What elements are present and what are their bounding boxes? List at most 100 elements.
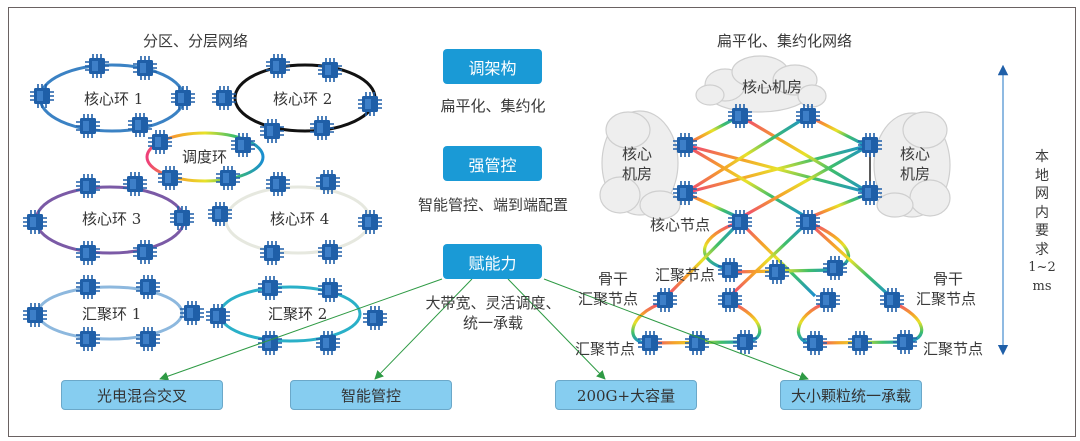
network-node-icon	[316, 331, 340, 355]
agg-ring-1-label: 汇聚环 1	[82, 305, 142, 323]
capability-200g-capacity: 200G+大容量	[555, 380, 697, 410]
network-node-icon	[358, 92, 382, 116]
network-node-icon	[673, 133, 697, 157]
capability-mixed-granularity: 大小颗粒统一承载	[780, 380, 922, 410]
network-node-icon	[653, 288, 677, 312]
network-node-icon	[76, 275, 100, 299]
network-node-icon	[76, 241, 100, 265]
network-node-icon	[673, 181, 697, 205]
network-node-icon	[148, 130, 172, 154]
network-node-icon	[76, 114, 100, 138]
network-node-icon	[803, 331, 827, 355]
network-node-icon	[880, 288, 904, 312]
network-node-icon	[133, 240, 157, 264]
cloud-top-label: 核心机房	[742, 78, 803, 96]
network-node-icon	[858, 181, 882, 205]
network-node-icon	[318, 278, 342, 302]
network-node-icon	[638, 331, 662, 355]
cloud-right-label-1: 核心	[900, 145, 931, 163]
network-node-icon	[816, 288, 840, 312]
cloud-top-icon	[695, 55, 827, 113]
network-node-icon	[136, 327, 160, 351]
capability-arrows	[159, 278, 809, 381]
dispatch-ring	[145, 131, 265, 183]
network-node-icon	[260, 119, 284, 143]
network-node-icon	[358, 210, 382, 234]
network-node-icon	[848, 331, 872, 355]
latency-char: 网	[1035, 186, 1049, 202]
left-title: 分区、分层网络	[143, 32, 249, 50]
pillar-architecture: 调架构	[443, 49, 542, 84]
network-node-icon	[133, 56, 157, 80]
backbone-left-label-1: 骨干	[598, 270, 629, 288]
pillar-control-sub: 智能管控、端到端配置	[417, 196, 568, 214]
backbone-right-label-1: 骨干	[933, 270, 964, 288]
network-node-icon	[85, 54, 109, 78]
network-node-icon	[318, 58, 342, 82]
agg-node-bottom-left-label: 汇聚节点	[575, 340, 636, 358]
cloud-right-label-2: 机房	[900, 165, 931, 183]
network-node-icon	[23, 303, 47, 327]
network-node-icon	[258, 276, 282, 300]
node-layer	[23, 54, 917, 355]
capability-optical-hybrid: 光电混合交叉	[61, 380, 223, 410]
network-node-icon	[728, 104, 752, 128]
network-node-icon	[765, 260, 789, 284]
agg-node-mid-label: 汇聚节点	[655, 266, 716, 284]
arrow-to-mixed-granularity	[543, 278, 809, 381]
pillar-empower: 赋能力	[443, 244, 542, 279]
cloud-left-icon	[599, 110, 681, 220]
capability-smart-control: 智能管控	[290, 380, 452, 410]
network-node-icon	[136, 275, 160, 299]
core-node-label: 核心节点	[650, 216, 711, 234]
agg-node-bottom-right-label: 汇聚节点	[923, 340, 984, 358]
network-node-icon	[363, 306, 387, 330]
clouds	[599, 55, 951, 220]
network-node-icon	[76, 327, 100, 351]
figure-frame	[8, 7, 1076, 437]
network-node-icon	[893, 330, 917, 354]
network-node-icon	[208, 202, 232, 226]
latency-requirement: 本 地 网 内 要 求 1~2 ms	[1017, 148, 1067, 296]
latency-char: 地	[1035, 167, 1049, 184]
arrow-to-optical	[159, 278, 443, 381]
cloud-left-label-1: 核心	[622, 145, 653, 163]
network-node-icon	[260, 241, 284, 265]
core-ring-3-label: 核心环 3	[82, 210, 142, 228]
backbone-left-label-2: 汇聚节点	[578, 290, 639, 308]
pillar-control: 强管控	[443, 146, 542, 181]
core-ring-4-label: 核心环 4	[270, 210, 330, 228]
network-node-icon	[158, 166, 182, 190]
network-node-icon	[316, 170, 340, 194]
network-node-icon	[266, 54, 290, 78]
network-node-icon	[170, 206, 194, 230]
latency-char: 要	[1035, 223, 1049, 239]
pillar-empower-sub-1: 大带宽、灵活调度、	[425, 294, 561, 312]
cloud-left-label-2: 机房	[622, 165, 653, 183]
network-node-icon	[30, 84, 54, 108]
network-node-icon	[796, 210, 820, 234]
network-node-icon	[733, 330, 757, 354]
backbone-right-label-2: 汇聚节点	[916, 290, 977, 308]
network-node-icon	[216, 166, 240, 190]
latency-char: 求	[1035, 241, 1049, 258]
pillar-architecture-sub: 扁平化、集约化	[440, 97, 546, 115]
network-node-icon	[231, 133, 255, 157]
network-node-icon	[266, 172, 290, 196]
network-node-icon	[310, 116, 334, 140]
network-node-icon	[858, 133, 882, 157]
network-node-icon	[318, 240, 342, 264]
network-node-icon	[823, 256, 847, 280]
agg-ring-2-label: 汇聚环 2	[268, 305, 328, 323]
right-title: 扁平化、集约化网络	[717, 32, 853, 50]
network-node-icon	[128, 113, 152, 137]
network-node-icon	[180, 301, 204, 325]
network-node-icon	[212, 86, 236, 110]
arrow-to-200g	[507, 278, 606, 380]
network-node-icon	[718, 288, 742, 312]
network-node-icon	[728, 210, 752, 234]
dispatch-ring-label: 调度环	[182, 148, 228, 166]
network-node-icon	[123, 172, 147, 196]
core-ring-2-label: 核心环 2	[273, 90, 333, 108]
